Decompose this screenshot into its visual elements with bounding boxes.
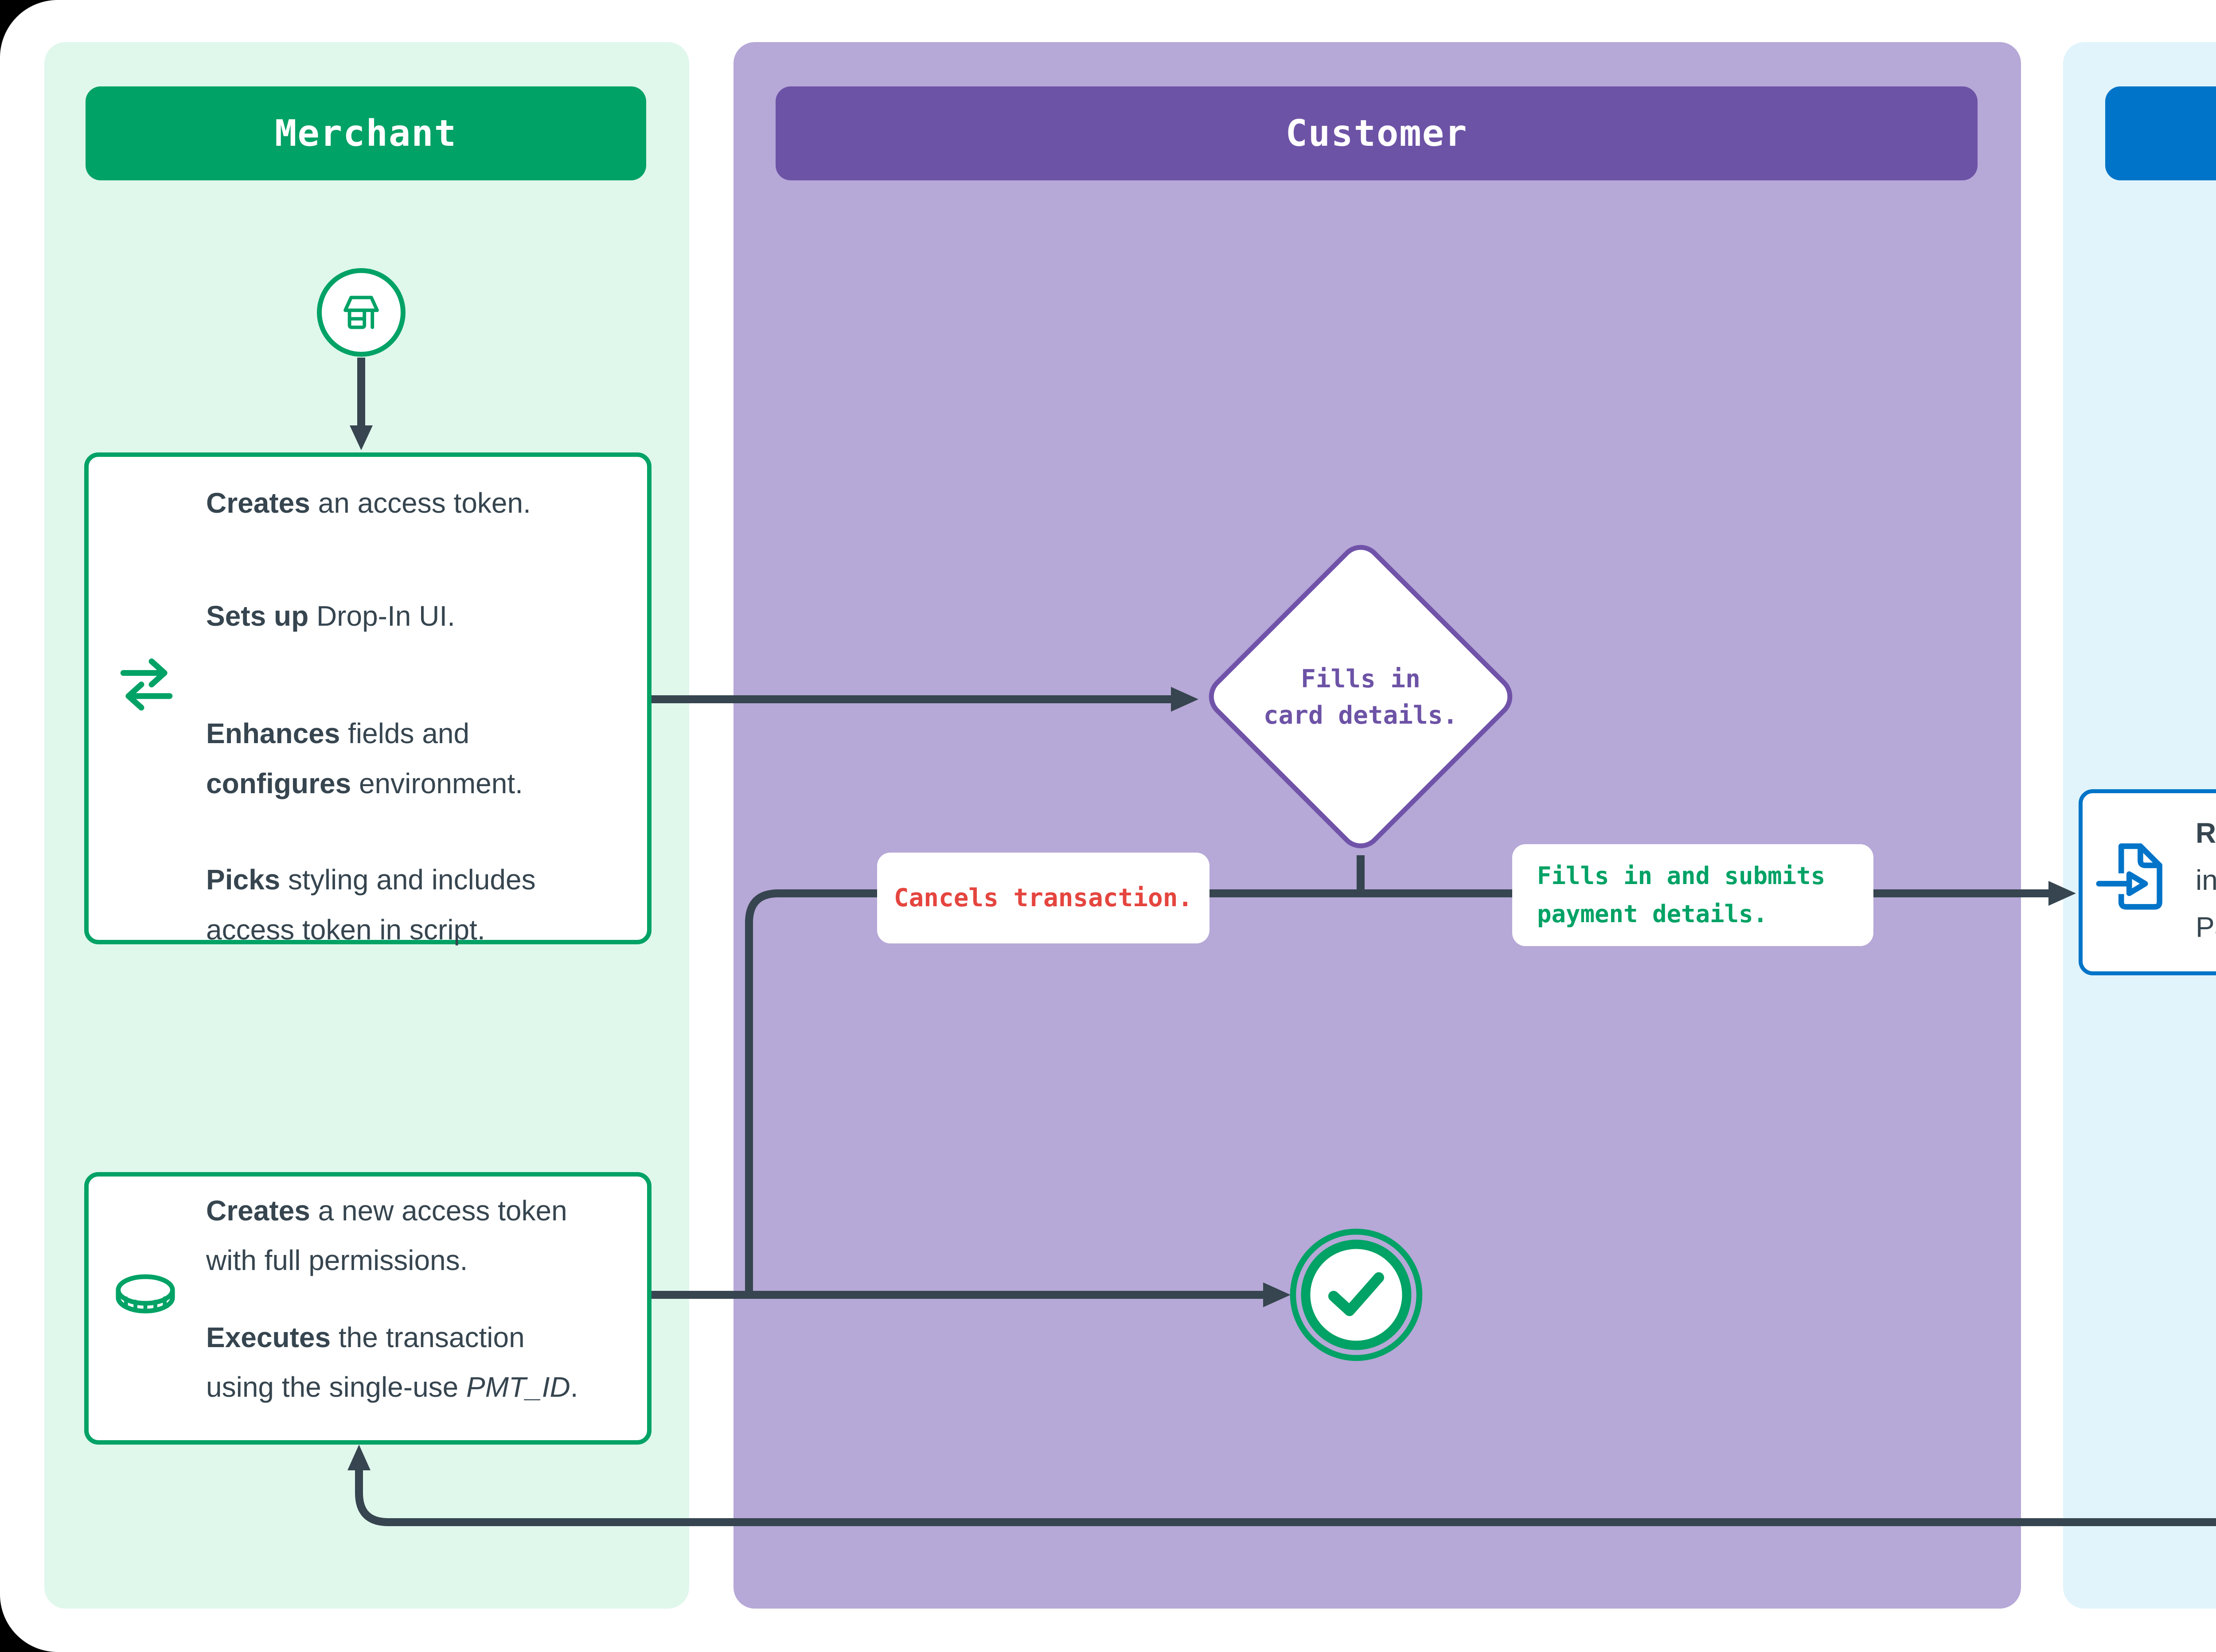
decision-line-2: card details. xyxy=(1263,701,1458,730)
lane-header-api: API xyxy=(2105,86,2216,180)
arrowhead-right-icon xyxy=(2048,881,2076,906)
connector-api-return xyxy=(355,1470,2216,1526)
decision-line-1: Fills in xyxy=(1301,665,1420,694)
step-text: Creates a new access token xyxy=(206,1188,567,1234)
lane-header-merchant: Merchant xyxy=(86,86,646,180)
step-text-bold: Enhances xyxy=(206,717,340,749)
step-text: Creates an access token. xyxy=(206,480,531,526)
step-text-rest: a new access token xyxy=(310,1195,567,1227)
step-text: Picks styling and includes xyxy=(206,857,536,903)
step-text-rest: environment. xyxy=(351,768,523,799)
step-text-rest: fields and xyxy=(340,717,470,749)
decision-diamond xyxy=(1209,545,1513,849)
response-text-rest: Payment Id xyxy=(2196,911,2216,943)
arrowhead-right-icon xyxy=(1171,687,1198,712)
step-text-bold: Sets up xyxy=(206,600,309,632)
step-text-rest: styling and includes xyxy=(280,864,536,896)
step-text: Executes the transaction xyxy=(206,1314,525,1360)
merchant-step-setup: Creates an access token. Sets up Drop-In… xyxy=(84,452,652,946)
connector-cancel-and-submit xyxy=(745,889,2048,1295)
response-text-bold: Response xyxy=(2196,817,2216,849)
response-text: includes the single-use xyxy=(2196,857,2216,903)
response-text: Response is returned and xyxy=(2196,810,2216,856)
step-text: access token in script. xyxy=(206,907,485,953)
step-text-rest: with full permissions. xyxy=(206,1244,468,1276)
step-text-italic: PMT_ID xyxy=(466,1371,570,1403)
step-text: with full permissions. xyxy=(206,1237,468,1283)
step-text-rest: using the single-use xyxy=(206,1371,467,1403)
arrowhead-down-icon xyxy=(350,425,373,450)
cancel-transaction-label: Cancels transaction. xyxy=(877,853,1209,943)
lane-header-customer-label: Customer xyxy=(1285,112,1468,155)
step-text-rest: Drop-In UI. xyxy=(308,600,455,632)
lane-header-customer: Customer xyxy=(776,86,1978,180)
step-text-bold: configures xyxy=(206,768,351,799)
response-text: Payment Id (PMT_ID). xyxy=(2196,904,2216,950)
arrowhead-right-icon xyxy=(1263,1282,1291,1307)
step-text: using the single-use PMT_ID. xyxy=(206,1364,578,1410)
merchant-actor-badge xyxy=(317,268,406,357)
step-text-rest: an access token. xyxy=(310,487,531,519)
submit-payment-line-1: Fills in and submits xyxy=(1537,862,1826,890)
check-circle-icon xyxy=(1290,1228,1423,1361)
step-text-rest: . xyxy=(570,1371,578,1403)
step-text-bold: Creates xyxy=(206,1195,310,1227)
coin-icon xyxy=(116,1274,175,1313)
step-text: configures environment. xyxy=(206,760,523,807)
step-text: Enhances fields and xyxy=(206,710,469,756)
lane-header-merchant-label: Merchant xyxy=(275,112,457,155)
response-text-rest: includes the single-use xyxy=(2196,864,2216,896)
step-text-bold: Creates xyxy=(206,487,310,519)
exchange-arrows-icon xyxy=(120,658,173,711)
step-text-bold: Picks xyxy=(206,864,281,896)
submit-payment-line-2: payment details. xyxy=(1537,900,1768,928)
storefront-icon xyxy=(343,296,379,329)
cancel-transaction-text: Cancels transaction. xyxy=(893,884,1193,912)
step-text-rest: the transaction xyxy=(331,1321,525,1353)
file-import-icon xyxy=(2096,843,2162,910)
decision-diamond-label: Fills in card details. xyxy=(1217,661,1505,734)
submit-payment-label: Fills in and submits payment details. xyxy=(1512,844,1873,946)
step-text-bold: Executes xyxy=(206,1321,331,1353)
step-text-rest: access token in script. xyxy=(206,914,485,946)
step-text: Sets up Drop-In UI. xyxy=(206,593,455,639)
merchant-step-execute: Creates a new access token with full per… xyxy=(84,1172,652,1445)
arrowhead-up-icon xyxy=(347,1445,371,1470)
